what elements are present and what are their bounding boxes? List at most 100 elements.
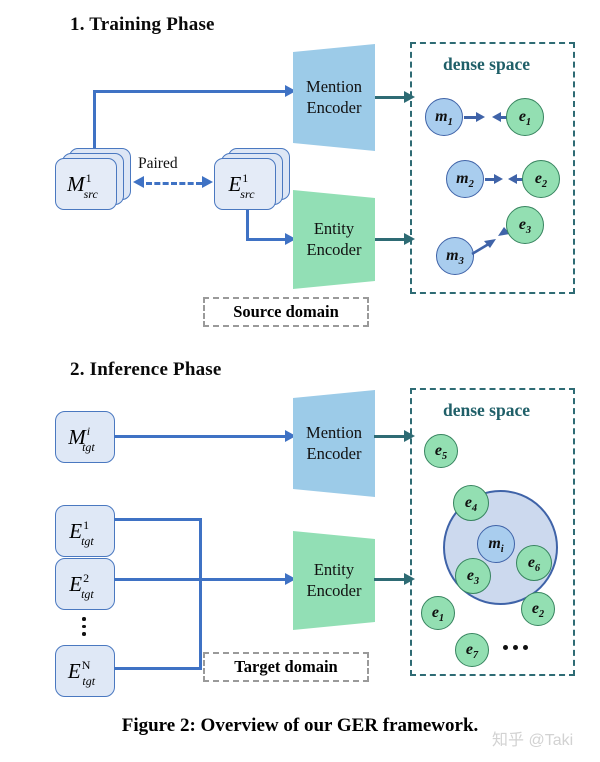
mention-source-base: M [67,171,85,196]
mention-node-m1[interactable]: m1 [425,98,463,136]
entity-node-e2-inference[interactable]: e2 [521,592,555,626]
connector-mention-to-dense-arrowhead [404,91,415,103]
section-title-inference: 2. Inference Phase [70,359,222,380]
node-subscript: 2 [538,609,545,620]
paired-arrow-left [133,176,144,188]
mention-encoder-inference-label: Mention Encoder [306,423,362,464]
mention-source-label: M1src [55,158,117,210]
arrow-m1-shaft [464,116,477,119]
arrow-e1-head [492,112,501,122]
target-domain-label: Target domain [234,657,338,676]
mention-node-m2[interactable]: m2 [446,160,484,198]
connector-mention-horizontal [93,90,287,93]
entity-node-e1-inference[interactable]: e1 [421,596,455,630]
arrow-e2-head [508,174,517,184]
mention-encoder-training[interactable]: Mention Encoder [293,44,375,151]
node-subscript: 2 [541,179,548,190]
dot [513,645,518,650]
connector-entity-vertical [246,210,249,241]
arrow-e1-shaft [500,116,508,119]
node-label: e [434,442,442,459]
connector-entity-to-dense-arrowhead [404,233,415,245]
node-label: e [518,108,526,125]
target-domain-tag: Target domain [203,652,369,682]
mention-target-box[interactable]: Mitgt [55,411,115,463]
entity-target-superscript: 1 [83,517,90,532]
entity-source-subscript: src [240,186,255,201]
paired-label: Paired [138,155,178,172]
mention-encoder-inference[interactable]: Mention Encoder [293,390,375,497]
entity-node-e3-inference[interactable]: e3 [455,558,491,594]
mention-node-mi[interactable]: mi [477,525,515,563]
entity-target-ellipsis [82,617,86,636]
trapezoid-shape [293,390,375,497]
entity-encoder-inference[interactable]: Entity Encoder [293,531,375,630]
connector-entity-bus [199,518,202,670]
connector-mention-to-dense [374,96,408,99]
connector-mention-target-arrowhead [285,430,296,442]
connector-mention-vertical [93,90,96,160]
trapezoid-shape [293,531,375,630]
entity-node-e7[interactable]: e7 [455,633,489,667]
entity-encoder-inference-label: Entity Encoder [307,560,362,601]
watermark: 知乎 @Taki [492,732,574,749]
connector-entity-arrowhead [285,233,296,245]
dot [523,645,528,650]
entity-node-e1[interactable]: e1 [506,98,544,136]
mention-target-base: M [68,424,86,449]
entity-target-box-n[interactable]: ENtgt [55,645,115,697]
source-domain-tag: Source domain [203,297,369,327]
dot [503,645,508,650]
mention-encoder-training-label: Mention Encoder [306,77,362,118]
entity-target-box-1[interactable]: E1tgt [55,505,115,557]
connector-entity-to-dense [374,238,408,241]
encoder-line-2: Encoder [306,239,362,259]
entity-source-superscript: 1 [242,170,249,185]
connector-mention-inference-to-dense-arrowhead [404,430,415,442]
encoder-line-1: Entity [313,559,355,579]
connector-en-stub [114,667,202,670]
connector-e2-stub [114,578,202,581]
mention-node-m3[interactable]: m3 [436,237,474,275]
encoder-line-1: Mention [306,76,362,96]
trapezoid-shape [293,190,375,289]
connector-mention-target [114,435,288,438]
node-label: e [531,600,539,617]
node-subscript: 1 [447,117,453,128]
dense-space-training [410,42,575,294]
entity-target-superscript: N [81,657,91,672]
node-label: m [456,170,469,187]
entity-node-e5[interactable]: e5 [424,434,458,468]
entity-target-box-2[interactable]: E2tgt [55,558,115,610]
dot [82,617,86,621]
entity-node-e4[interactable]: e4 [453,485,489,521]
entity-node-e3[interactable]: e3 [506,206,544,244]
node-label: e [518,216,526,233]
node-subscript: i [500,544,504,555]
dense-space-inference [410,388,575,676]
entity-encoder-training[interactable]: Entity Encoder [293,190,375,289]
connector-mention-inference-to-dense [374,435,408,438]
mention-source-superscript: 1 [85,170,92,185]
node-subscript: 6 [534,563,541,574]
dense-space-inference-title: dense space [443,400,531,420]
node-subscript: 3 [473,576,480,587]
entity-node-e6[interactable]: e6 [516,545,552,581]
connector-mention-arrowhead [285,85,296,97]
trapezoid-shape [293,44,375,151]
paired-dashed-line [146,182,202,185]
entity-target-subscript: tgt [81,533,94,548]
node-label: e [527,554,535,571]
node-subscript: 1 [438,613,445,624]
entity-node-e2[interactable]: e2 [522,160,560,198]
figure-caption: Figure 2: Overview of our GER framework. [121,715,479,736]
connector-entity-inference-to-dense-arrowhead [404,573,415,585]
section-title-training: 1. Training Phase [70,14,215,35]
stack-card-front [214,158,276,210]
node-subscript: 3 [458,256,464,267]
mention-source-subscript: src [83,186,98,201]
connector-entity-target-main [199,578,288,581]
connector-entity-horizontal [246,238,288,241]
node-subscript: 3 [525,225,532,236]
paired-arrow-right [202,176,213,188]
